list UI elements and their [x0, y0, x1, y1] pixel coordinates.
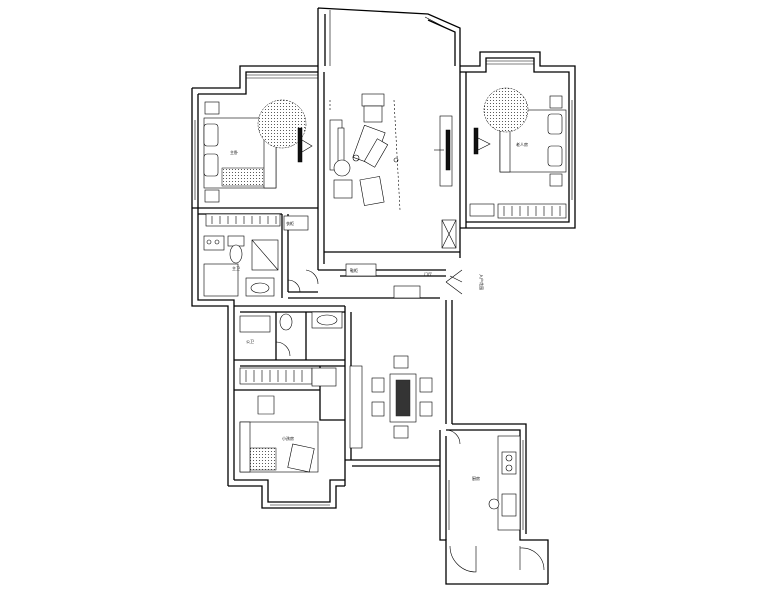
nightstand	[549, 95, 563, 109]
toilet-icon	[279, 313, 293, 331]
plant-icon	[257, 99, 307, 149]
second-bedroom: 老人房	[469, 87, 567, 219]
room-label-bath-guest: 公卫	[246, 339, 254, 344]
bed-blanket	[221, 167, 267, 187]
sink-icon	[501, 493, 517, 517]
stove-icon	[501, 451, 517, 475]
tv-icon	[445, 129, 451, 171]
guest-bathroom: 公卫	[239, 311, 343, 357]
outer-walls	[191, 7, 576, 585]
master-bathroom: 主卫	[203, 235, 279, 297]
armchair	[333, 179, 353, 199]
pillow	[547, 145, 563, 167]
room-label-entry: 门厅	[424, 271, 432, 277]
chair	[419, 401, 433, 417]
living-room	[329, 93, 457, 249]
chair	[393, 425, 409, 439]
room-label-small: 小孩房	[282, 435, 294, 441]
armchair	[359, 176, 385, 206]
sink-icon	[316, 314, 338, 326]
master-wardrobe: 衣柜	[205, 213, 309, 231]
sink-icon	[250, 282, 270, 294]
toilet-icon	[229, 244, 243, 264]
pillow	[203, 123, 219, 147]
chair	[371, 401, 385, 417]
windows	[194, 10, 573, 530]
plant-icon	[483, 87, 529, 133]
chair	[393, 355, 409, 369]
side-note: 入户花园	[479, 274, 485, 290]
dining	[371, 355, 433, 439]
tv-unit	[297, 127, 303, 163]
nightstand	[204, 189, 220, 203]
shoe-cabinet-label: 鞋柜	[350, 267, 358, 273]
room-label-master: 主卧	[230, 149, 238, 155]
chair	[371, 377, 385, 393]
chair	[419, 377, 433, 393]
nightstand	[549, 173, 563, 187]
wardrobe-label: 衣柜	[286, 220, 294, 226]
side-cabinet	[349, 365, 363, 449]
shoe-cabinet	[345, 263, 377, 277]
pillow	[203, 153, 219, 177]
armchair	[361, 93, 385, 107]
room-label-kitchen: 厨房	[472, 475, 480, 481]
side-table	[333, 159, 351, 177]
entry: 鞋柜 门厅 入户花园	[287, 263, 485, 299]
room-label-second: 老人房	[516, 141, 528, 147]
pillow	[547, 113, 563, 135]
room-label-bath-main: 主卫	[232, 265, 240, 271]
tv-icon	[473, 127, 479, 155]
kitchen: 厨房	[445, 429, 545, 573]
small-bedroom: 小孩房	[239, 365, 363, 473]
nightstand	[204, 101, 220, 115]
desk-chair	[257, 395, 275, 415]
master-bedroom: 主卧	[203, 99, 313, 203]
